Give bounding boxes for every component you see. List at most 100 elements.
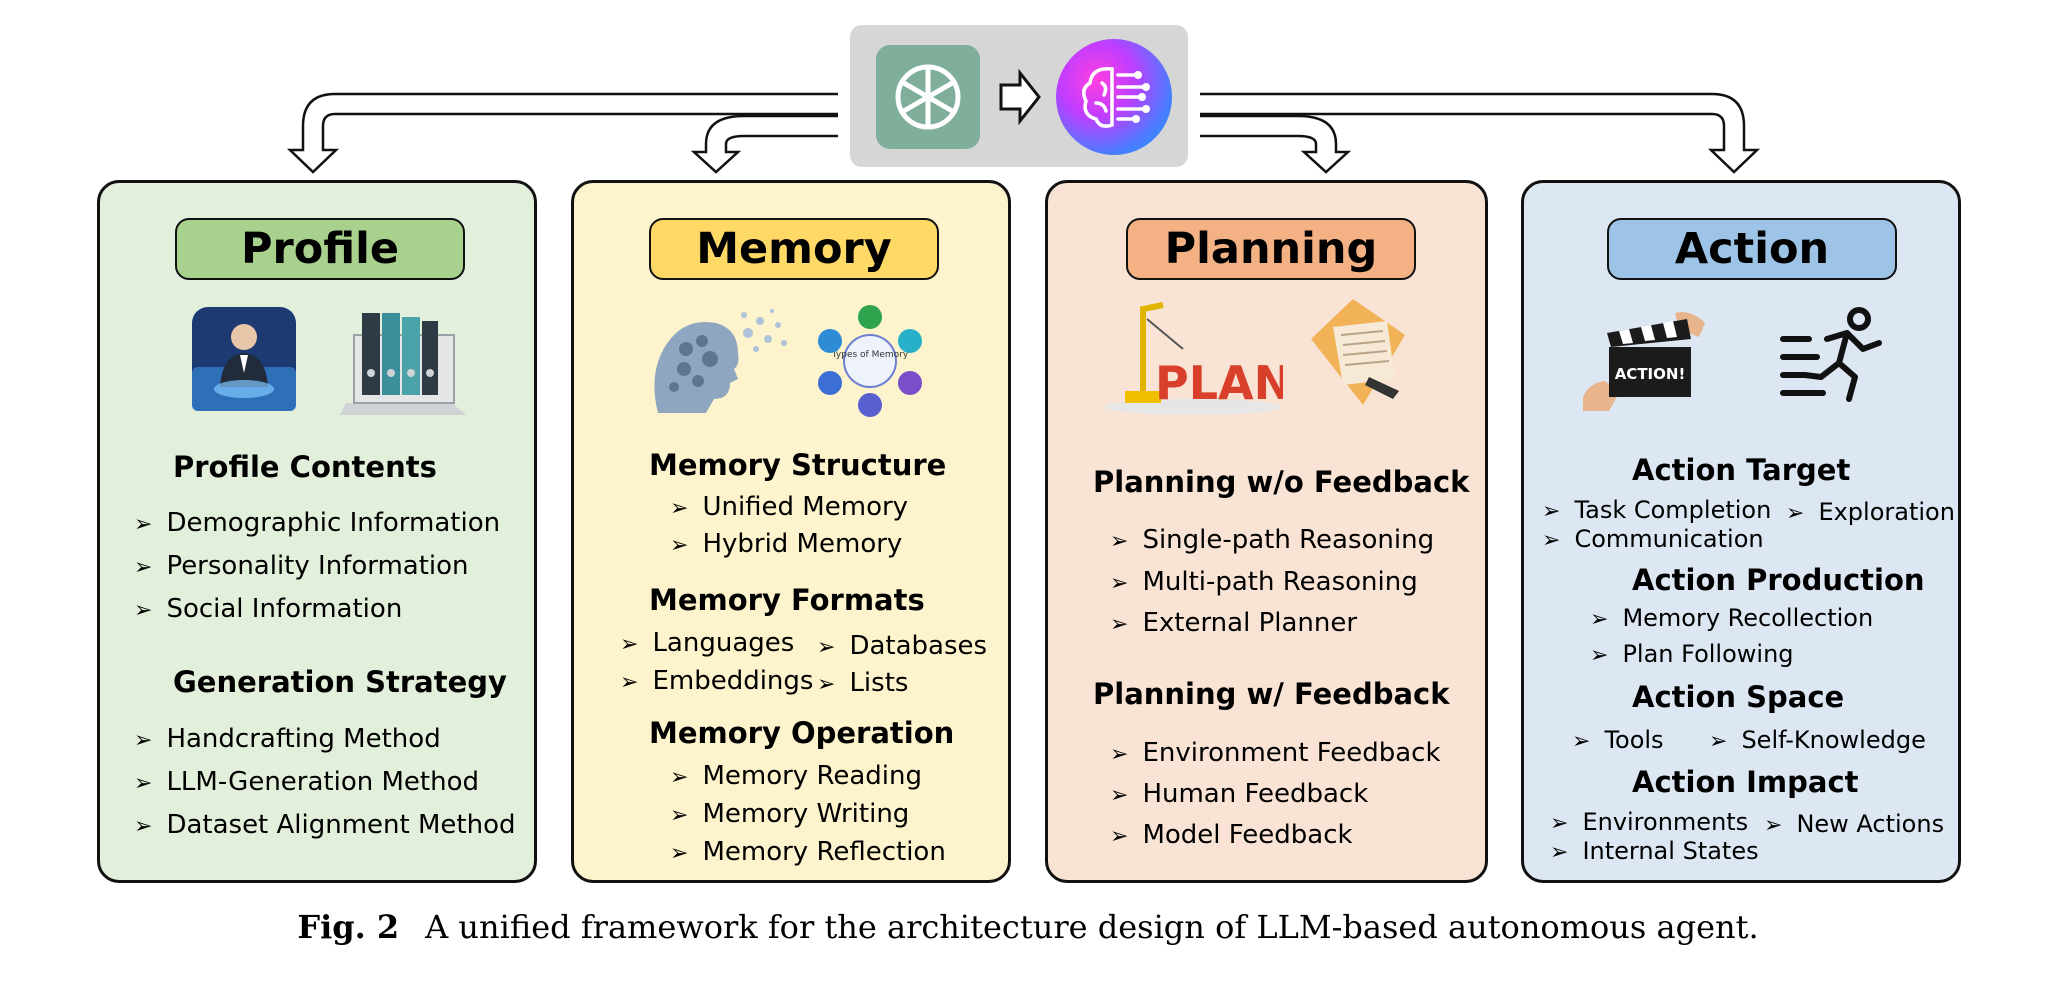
clapperboard-icon: ACTION! [1579,303,1709,417]
list-item: ➢ Multi-path Reasoning [1110,567,1418,597]
bullet-icon: ➢ [1110,571,1129,596]
profile-title: Profile [175,218,465,280]
figure-label: Fig. 2 [297,908,400,946]
bullet-icon: ➢ [134,771,153,796]
action-panel: Action ACTION! Action Target ➢ Task Compl… [1521,180,1961,883]
item-label: Multi-path Reasoning [1142,567,1418,597]
list-item: ➢ Embeddings [620,666,813,696]
item-label: Environments [1582,808,1749,836]
bullet-icon: ➢ [1550,811,1569,836]
list-item: ➢ Social Information [134,594,402,624]
item-label: Languages [652,628,795,658]
item-label: Embeddings [652,666,814,696]
list-item: ➢Internal States [1550,837,1759,865]
item-label: Databases [849,631,988,661]
list-item: ➢ Languages [620,628,794,658]
list-item: ➢Human Feedback [1110,779,1368,809]
list-item: ➢Databases [817,631,987,661]
item-label: Memory Recollection [1622,604,1874,632]
list-item: ➢ Communication [1542,525,1764,553]
list-item: ➢Model Feedback [1110,820,1353,850]
memory-types-text: Types of Memory [831,350,909,360]
item-label: New Actions [1796,810,1945,838]
bullet-icon: ➢ [670,803,689,828]
memory-head-icon [644,303,794,419]
item-label: Model Feedback [1142,820,1353,850]
bullet-icon: ➢ [134,814,153,839]
bullet-icon: ➢ [620,632,639,657]
item-label: Plan Following [1622,640,1794,668]
list-item: ➢Dataset Alignment Method [134,810,516,840]
list-item: ➢Unified Memory [670,492,908,522]
bullet-icon: ➢ [1110,783,1129,808]
bullet-icon: ➢ [134,598,153,623]
item-label: External Planner [1142,608,1358,638]
bullet-icon: ➢ [1572,729,1591,754]
planning-without-feedback-heading: Planning w/o Feedback [1093,465,1470,499]
figure-caption: Fig. 2 A unified framework for the archit… [0,908,2056,946]
bullet-icon: ➢ [1590,607,1609,632]
llm-model-box [850,25,1188,167]
planning-panel: Planning PLAN Planning w/o Feedback ➢Sin… [1045,180,1488,883]
bullet-icon: ➢ [670,496,689,521]
list-item: ➢ Tools [1572,726,1664,754]
arrow-to-action [1200,92,1761,174]
businessman-icon [192,307,296,415]
bullet-icon: ➢ [1786,501,1805,526]
bullet-icon: ➢ [1542,528,1561,553]
bullet-icon: ➢ [1764,813,1783,838]
memory-title: Memory [649,218,939,280]
item-label: Hybrid Memory [702,529,903,559]
item-label: Communication [1574,525,1764,553]
list-item: ➢Single-path Reasoning [1110,525,1434,555]
item-label: Demographic Information [166,508,501,538]
list-item: ➢ Exploration [1786,498,1955,526]
profile-panel: Profile Profile Contents ➢ Demographic In… [97,180,537,883]
bullet-icon: ➢ [620,670,639,695]
list-item: ➢Personality Information [134,551,469,581]
list-item: ➢ Environments [1550,808,1748,836]
planning-title: Planning [1126,218,1416,280]
profile-contents-heading: Profile Contents [173,450,437,484]
memory-structure-heading: Memory Structure [649,448,947,482]
plan-crane-icon: PLAN [1103,299,1292,421]
action-impact-heading: Action Impact [1632,765,1859,799]
item-label: Environment Feedback [1142,738,1441,768]
list-item: ➢ LLM-Generation Method [134,767,479,797]
generation-strategy-heading: Generation Strategy [173,665,507,699]
item-label: Tools [1604,726,1664,754]
item-label: LLM-Generation Method [166,767,479,797]
item-label: Memory Reading [702,761,922,791]
bullet-icon: ➢ [670,841,689,866]
item-label: Exploration [1818,498,1955,526]
action-target-heading: Action Target [1632,453,1851,487]
action-space-heading: Action Space [1632,680,1845,714]
item-label: Task Completion [1574,496,1772,524]
bullet-icon: ➢ [1110,612,1129,637]
list-item: ➢ New Actions [1764,810,1944,838]
action-production-heading: Action Production [1632,563,1925,597]
bullet-icon: ➢ [670,533,689,558]
bullet-icon: ➢ [1590,643,1609,668]
item-label: Internal States [1582,837,1759,865]
list-item: ➢ Lists [817,668,908,698]
item-label: Social Information [166,594,403,624]
right-arrow-icon [999,69,1041,125]
action-title: Action [1607,218,1897,280]
item-label: Memory Writing [702,799,910,829]
ai-brain-icon [1056,39,1172,155]
bullet-icon: ➢ [134,512,153,537]
bullet-icon: ➢ [134,728,153,753]
item-label: Lists [849,668,909,698]
list-item: ➢ Memory Writing [670,799,909,829]
list-item: ➢Memory Reflection [670,837,946,867]
item-label: Single-path Reasoning [1142,525,1435,555]
list-item: ➢Handcrafting Method [134,724,441,754]
bullet-icon: ➢ [817,672,836,697]
openai-logo-icon [876,45,980,149]
running-person-icon [1779,305,1887,413]
caption-text: A unified framework for the architecture… [425,908,1759,946]
bullet-icon: ➢ [1542,499,1561,524]
memory-types-icon: Types of Memory [812,303,928,423]
